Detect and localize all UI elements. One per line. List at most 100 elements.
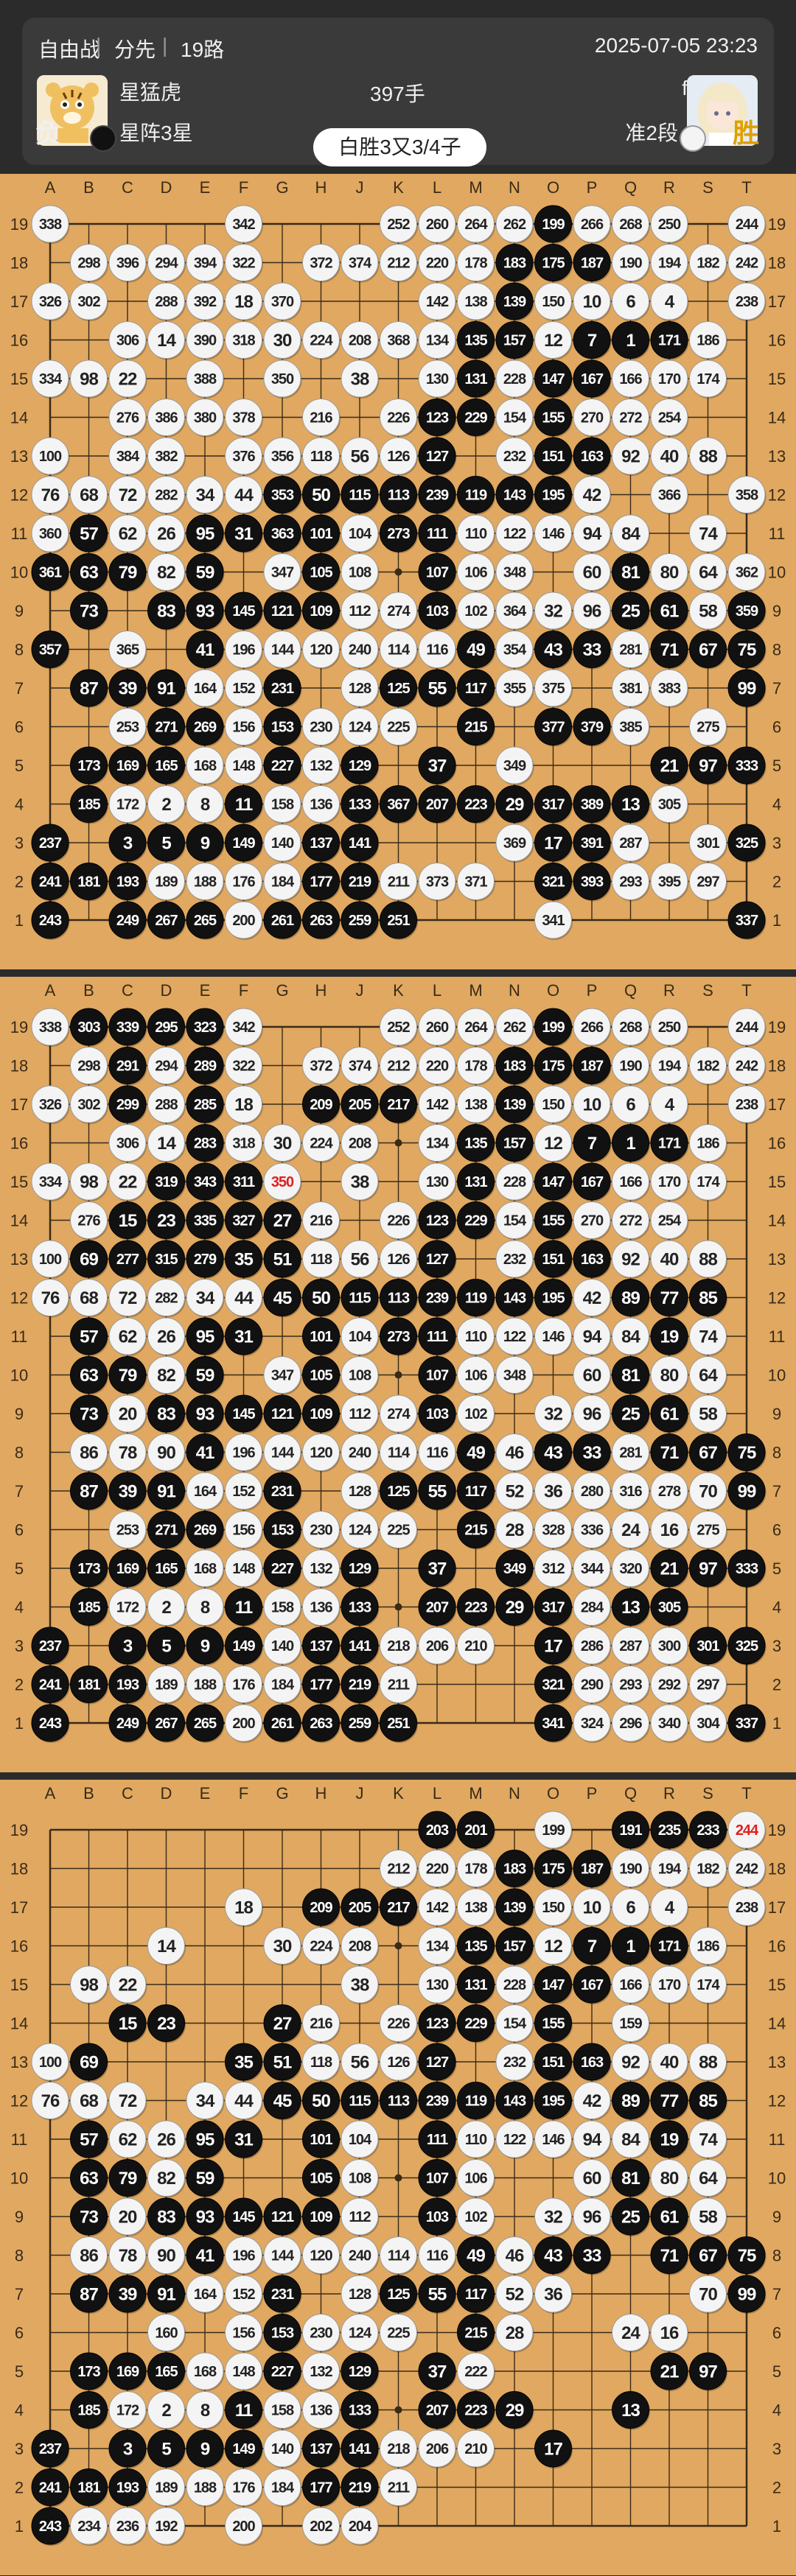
stone-body <box>263 1162 301 1201</box>
stone-body <box>341 437 379 475</box>
stone-body <box>186 1085 224 1123</box>
black-stone: 27 <box>263 2004 302 2043</box>
row-label: 7 <box>15 1482 24 1501</box>
move-number: 142 <box>426 294 449 310</box>
move-number: 8 <box>200 1598 210 1618</box>
column-label: E <box>200 178 211 197</box>
white-stone: 56 <box>341 437 380 476</box>
stone-body <box>341 592 379 630</box>
stone-body <box>70 1666 108 1703</box>
move-number: 51 <box>273 1250 292 1270</box>
move-number: 21 <box>660 1559 679 1579</box>
move-number: 370 <box>271 294 294 310</box>
row-label: 14 <box>10 1212 28 1230</box>
stone-body <box>457 1201 495 1239</box>
stone-body <box>612 1549 649 1587</box>
move-number: 83 <box>157 2208 175 2228</box>
stone-body <box>573 1472 611 1510</box>
move-number: 350 <box>271 371 294 387</box>
stone-body <box>650 1394 688 1433</box>
white-stone: 146 <box>534 1317 573 1356</box>
move-number: 61 <box>660 602 679 622</box>
stone-body <box>341 1162 379 1201</box>
move-number: 68 <box>80 2091 98 2111</box>
black-stone: 163 <box>573 2043 612 2082</box>
stone-body <box>380 321 417 359</box>
stone-body <box>534 2043 572 2081</box>
row-label: 9 <box>772 2208 781 2226</box>
stone-body <box>495 321 534 359</box>
white-stone: 32 <box>534 592 573 631</box>
black-stone: 109 <box>302 592 341 631</box>
move-number: 291 <box>116 1059 139 1075</box>
stone-body <box>534 1888 572 1926</box>
move-number: 154 <box>503 410 527 427</box>
stone-body <box>418 669 456 707</box>
black-stone: 63 <box>70 1356 108 1395</box>
move-number: 95 <box>196 524 214 544</box>
stone-body <box>573 1511 611 1548</box>
white-stone: 26 <box>147 514 186 553</box>
white-stone: 189 <box>147 863 186 902</box>
move-number: 177 <box>310 874 332 891</box>
white-stone: 46 <box>495 2236 534 2275</box>
stone-body <box>650 1626 688 1665</box>
move-number: 392 <box>194 294 217 310</box>
move-number: 40 <box>660 447 679 467</box>
white-stone: 275 <box>689 708 727 747</box>
white-stone: 62 <box>108 514 147 553</box>
stone-body <box>727 1888 766 1926</box>
black-stone: 81 <box>612 1356 650 1395</box>
move-number: 118 <box>310 449 332 465</box>
stone-body <box>573 205 611 243</box>
row-label: 19 <box>768 1821 786 1839</box>
stone-body <box>380 1472 417 1510</box>
black-stone: 123 <box>418 1201 457 1240</box>
move-number: 97 <box>699 757 717 776</box>
black-stone: 3 <box>108 2429 147 2468</box>
move-number: 207 <box>426 1600 449 1616</box>
stone-body <box>650 2314 688 2351</box>
stone-body <box>225 1124 262 1162</box>
stone-body <box>225 631 262 668</box>
move-number: 123 <box>426 410 449 427</box>
white-stone: 230 <box>302 1511 341 1550</box>
black-stone: 107 <box>418 1356 457 1395</box>
move-number: 298 <box>77 1059 100 1075</box>
move-number: 12 <box>544 331 562 351</box>
white-stone: 176 <box>225 863 263 902</box>
stone-body <box>534 863 572 900</box>
white-stone: 106 <box>457 2159 495 2198</box>
black-stone: 39 <box>108 1472 147 1511</box>
stone-body <box>302 708 340 745</box>
row-label: 15 <box>10 370 28 388</box>
stone-body <box>263 514 301 552</box>
move-number: 141 <box>349 1638 371 1654</box>
stone-body <box>70 1008 108 1046</box>
stone-body <box>341 746 379 785</box>
move-number: 112 <box>349 2209 371 2225</box>
move-number: 166 <box>619 371 642 387</box>
stone-body <box>31 514 69 552</box>
move-number: 311 <box>233 1174 255 1190</box>
white-stone: 114 <box>380 1433 418 1473</box>
move-number: 139 <box>503 1900 526 1916</box>
move-number: 181 <box>77 874 100 891</box>
white-stone: 206 <box>418 1626 457 1666</box>
stone-body <box>108 1279 147 1316</box>
stone-body <box>108 824 147 862</box>
move-number: 124 <box>349 720 372 736</box>
white-stone: 100 <box>31 437 70 476</box>
move-number: 340 <box>658 1716 681 1732</box>
black-player-name[interactable]: 星猛虎 <box>119 81 182 104</box>
black-player-avatar[interactable] <box>37 75 108 146</box>
black-stone: 123 <box>418 399 457 438</box>
stone-body <box>341 1317 379 1355</box>
stone-body <box>108 1008 147 1046</box>
stone-body <box>302 2004 340 2042</box>
move-number: 164 <box>194 2287 217 2303</box>
white-player-avatar[interactable] <box>687 75 758 146</box>
